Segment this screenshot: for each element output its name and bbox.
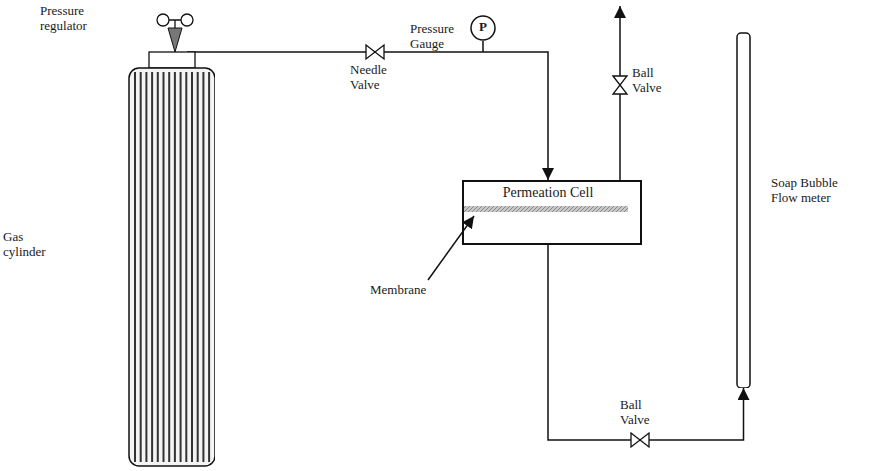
part-label: Ball Valve	[632, 66, 676, 96]
cylinder-drawing	[3, 8, 215, 468]
node-label: Permeation Cell	[464, 185, 632, 201]
needle-valve-symbol	[366, 45, 384, 59]
flow-meter: Soap Bubble Flow meter	[735, 30, 869, 388]
node-label: Soap Bubble Flow meter	[771, 176, 863, 206]
pipe-connector	[548, 245, 744, 440]
flow-tube	[735, 30, 869, 388]
part-label: Membrane	[370, 283, 450, 298]
pipe-connector	[215, 52, 548, 180]
node-label: Gas cylinder	[3, 230, 65, 260]
part-label: Pressure Gauge	[410, 22, 468, 52]
part-label: Ball Valve	[620, 398, 664, 428]
ball-valve-symbol	[631, 433, 649, 447]
membrane-band	[464, 206, 628, 212]
ball-valve-symbol	[613, 76, 627, 94]
leader-line	[428, 216, 474, 280]
part-label: Pressure regulator	[40, 4, 118, 34]
permeation-cell: Permeation Cell	[462, 180, 642, 245]
node-label: P	[470, 20, 496, 35]
part-label: Needle Valve	[350, 63, 402, 93]
gauge-stem	[482, 41, 484, 52]
gas-cylinder: Gas cylinder	[3, 8, 215, 468]
pressure-gauge: P	[470, 15, 496, 41]
